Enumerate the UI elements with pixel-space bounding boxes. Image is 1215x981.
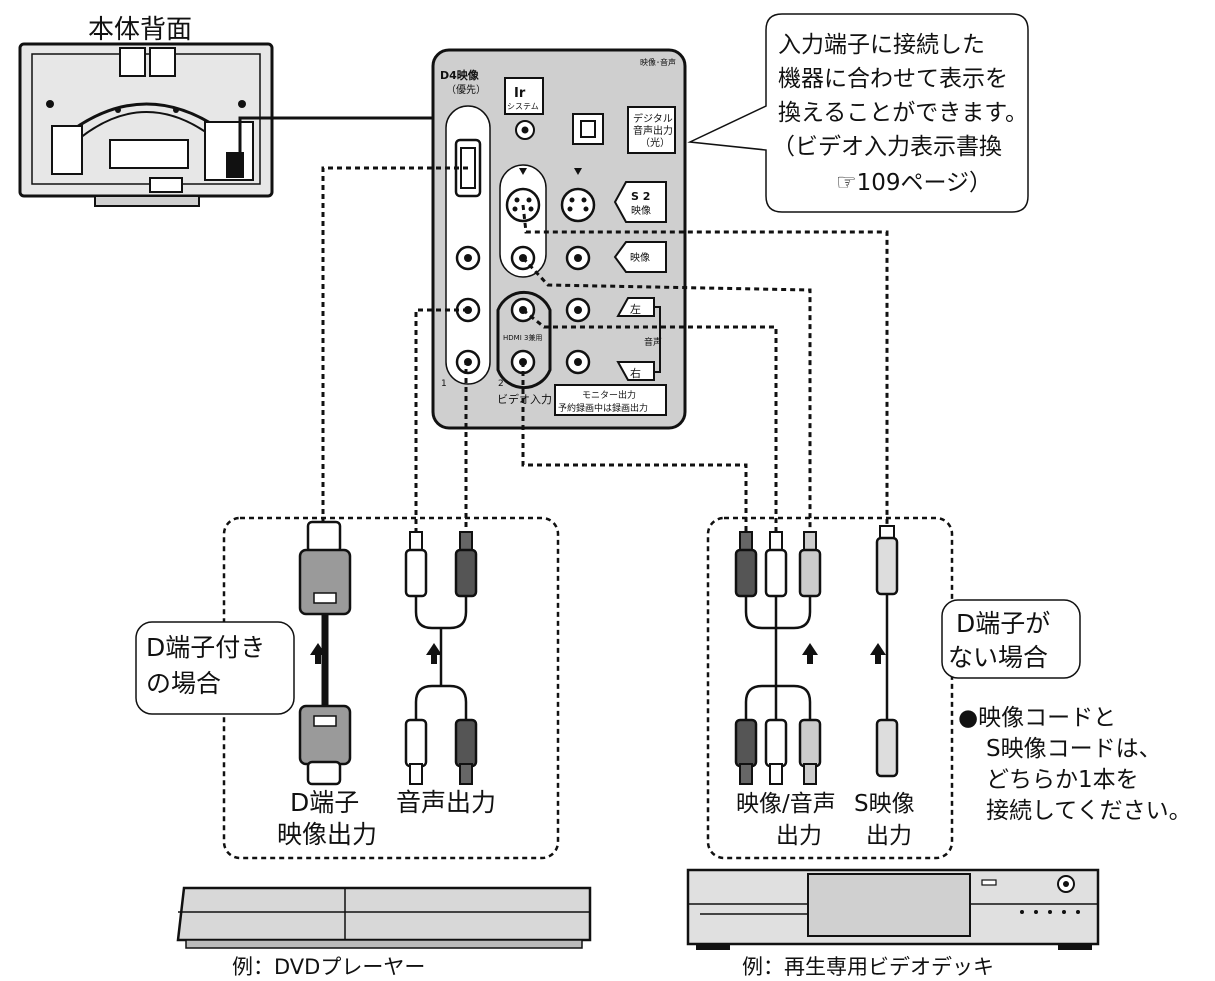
rca-plug-red-top [734, 548, 758, 598]
audio-label: 音声 [644, 336, 662, 348]
d-plug-bottom [298, 704, 352, 766]
up-arrow-icon [870, 643, 886, 664]
dvd-caption: 例：DVDプレーヤー [232, 955, 425, 979]
monitor-label-1: モニター出力 [582, 389, 636, 401]
cable-routes [321, 166, 889, 532]
dvd-player-illustration [176, 886, 592, 949]
hdmi-label: HDMI 3兼用 [503, 333, 542, 342]
note-line-4: 接続してください。 [986, 798, 1192, 824]
callout-line-2: 機器に合わせて表示を [778, 66, 1008, 92]
digital-label-2: 音声出力 [633, 124, 673, 137]
input2-number: 2 [498, 379, 504, 389]
d4-cable [321, 166, 468, 522]
s-video-cable [521, 204, 889, 526]
left-label: 左 [630, 303, 641, 316]
rca-plug-red-bottom [734, 718, 758, 768]
vcr-caption: 例：再生専用ビデオデッキ [742, 955, 994, 979]
ir-label: Ir [514, 86, 526, 101]
d-terminal-badge-line-2: の場合 [146, 669, 221, 698]
input1-right-cable [464, 360, 468, 532]
rca-plug-yellow-bottom [798, 718, 822, 768]
rca-plug-red-top [454, 548, 478, 598]
callout-line-1: 入力端子に接続した [778, 32, 985, 58]
up-arrow-icon [310, 643, 326, 664]
terminal-panel: D4映像 （優先） 映像･音声 Ir システム デジタル 音声出力 （光） 1 … [431, 48, 687, 430]
s2-label-1: S 2 [631, 190, 650, 203]
av-output-label-1: 映像/音声 [736, 791, 836, 817]
ir-sub-label: システム [507, 102, 539, 111]
note-line-1: ●映像コードと [958, 705, 1116, 731]
s-video-plug-bottom [875, 718, 899, 778]
tv-leader-line [238, 116, 435, 153]
av-output-label-2: 出力 [776, 823, 822, 849]
d-terminal-badge [135, 621, 295, 715]
d-output-label-2: 映像出力 [277, 820, 377, 849]
s-video-output-label-1: S映像 [854, 791, 915, 817]
d4-sub-label: （優先） [446, 83, 486, 96]
audio-output-label: 音声出力 [396, 788, 496, 817]
d4-label: D4映像 [440, 68, 480, 82]
tv-back-illustration: 本体背面 [18, 15, 274, 207]
left-connection-group: D端子付き の場合 D端子 映像出力 音声出力 [135, 516, 560, 860]
d-output-label-1: D端子 [290, 788, 359, 817]
av-label: 映像･音声 [640, 57, 676, 67]
up-arrow-icon [802, 643, 818, 664]
tv-back-title: 本体背面 [88, 15, 192, 45]
right-label: 右 [630, 366, 641, 380]
up-arrow-icon [426, 643, 442, 664]
d-terminal-badge-line-1: D端子付き [146, 633, 265, 662]
callout-line-4: （ビデオ入力表示書換 [772, 134, 1002, 160]
rca-plug-white-bottom [404, 718, 428, 768]
d-plug-top [298, 548, 352, 616]
rca-plug-white-top [404, 548, 428, 598]
no-d-terminal-badge [941, 599, 1081, 679]
digital-label-3: （光） [640, 136, 670, 149]
rca-plug-yellow-top [798, 548, 822, 598]
hdmi-ring [496, 290, 552, 390]
s2-label-2: 映像 [631, 205, 651, 217]
s-video-plug-top [875, 536, 899, 596]
no-d-terminal-badge-line-1: D端子が [956, 609, 1050, 638]
s-video-jack-monitor [560, 187, 596, 223]
callout-line-3: 換えることができます。 [778, 100, 1028, 126]
video-label: 映像 [630, 252, 650, 264]
digital-label-1: デジタル [633, 112, 673, 125]
left-audio-cable [522, 308, 778, 532]
rca-plug-white-bottom [764, 718, 788, 768]
s-video-output-label-2: 出力 [866, 823, 912, 849]
rca-plug-red-bottom [454, 718, 478, 768]
no-d-terminal-badge-line-2: ない場合 [948, 643, 1048, 672]
monitor-label-2: 予約録画中は録画出力 [558, 402, 648, 414]
rca-plug-white-top [764, 548, 788, 598]
right-connection-group: D端子が ない場合 ●映像コードと S映像コードは、 どちらか1本を 接続してく… [706, 516, 1192, 860]
input1-number: 1 [441, 379, 447, 389]
callout-bubble: 入力端子に接続した 機器に合わせて表示を 換えることができます。 （ビデオ入力表… [687, 13, 1029, 213]
note-line-3: どちらか1本を [986, 767, 1139, 793]
input1-left-cable [414, 308, 468, 532]
callout-line-5: ☞109ページ） [836, 170, 992, 196]
video-cable [521, 256, 812, 532]
note-line-2: S映像コードは、 [986, 736, 1162, 762]
optical-jack [572, 113, 604, 145]
vcr-illustration [686, 868, 1100, 950]
